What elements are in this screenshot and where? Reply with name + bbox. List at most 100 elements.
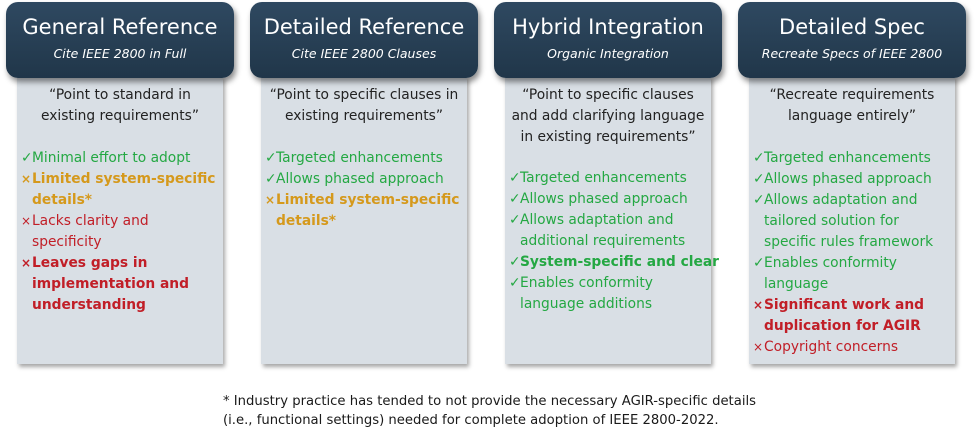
cross-icon: ×: [265, 193, 276, 207]
list-item-line: Leaves gaps in: [32, 255, 148, 271]
list-item: ✓Allows phased approach: [753, 169, 957, 190]
check-icon: ✓: [21, 150, 33, 166]
column-quote: “Recreate requirements language entirely…: [749, 85, 955, 127]
list-item-line: Allows phased approach: [764, 171, 932, 187]
list-item-text: Minimal effort to adopt: [32, 148, 190, 169]
list-item: ✓Targeted enhancements: [265, 148, 469, 169]
list-item-text: Enables conformity language additions: [520, 273, 653, 315]
check-icon: ✓: [753, 192, 765, 208]
list-item-line: Lacks clarity and: [32, 213, 149, 229]
check-icon: ✓: [509, 170, 521, 186]
list-item: ✓Enables conformity language additions: [509, 273, 713, 315]
column-subtitle: Cite IEEE 2800 in Full: [53, 46, 187, 61]
check-icon: ✓: [753, 150, 765, 166]
list-item-line: Copyright concerns: [764, 339, 899, 355]
item-list: ✓Targeted enhancements✓Allows phased app…: [265, 148, 469, 232]
check-icon: ✓: [509, 212, 521, 228]
list-item-line: Allows adaptation and: [764, 192, 918, 208]
list-item-line: Enables conformity: [520, 275, 653, 291]
footnote-line: (i.e., functional settings) needed for c…: [223, 413, 719, 428]
column-subtitle: Recreate Specs of IEEE 2800: [761, 46, 943, 61]
list-item: ✓Targeted enhancements: [753, 148, 957, 169]
list-item-line: Limited system-specific: [32, 171, 216, 187]
column-panel: “Recreate requirements language entirely…: [749, 76, 955, 364]
column-detailed-spec: “Recreate requirements language entirely…: [738, 0, 966, 372]
cross-icon: ×: [21, 214, 32, 228]
list-item-line: additional requirements: [520, 233, 686, 249]
check-icon: ✓: [509, 191, 521, 207]
list-item-line: Significant work and: [764, 297, 925, 313]
column-title: General Reference: [22, 15, 218, 39]
list-item: ×Leaves gaps in implementation and underst…: [21, 253, 225, 316]
item-list: ✓Targeted enhancements✓Allows phased app…: [509, 168, 719, 315]
quote-line: in existing requirements”: [520, 129, 696, 145]
list-item-line: Enables conformity: [764, 255, 897, 271]
list-item-line: details*: [32, 192, 93, 208]
list-item-text: Targeted enhancements: [764, 148, 931, 169]
quote-line: “Point to specific clauses: [522, 87, 694, 103]
quote-line: “Recreate requirements: [769, 87, 935, 103]
check-icon: ✓: [753, 255, 765, 271]
quote-line: language entirely”: [787, 108, 917, 124]
list-item: ✓Allows adaptation and tailored solution …: [753, 190, 957, 253]
column-title: Hybrid Integration: [512, 15, 704, 39]
column-title: Detailed Reference: [263, 15, 465, 39]
column-header: Detailed Spec Recreate Specs of IEEE 280…: [738, 2, 966, 78]
check-icon: ✓: [509, 254, 521, 270]
list-item: ✓Allows phased approach: [265, 169, 469, 190]
list-item-text: Allows adaptation and tailored solution f…: [764, 190, 933, 253]
list-item-line: Allows phased approach: [276, 171, 444, 187]
cross-icon: ×: [753, 298, 764, 312]
list-item-line: Targeted enhancements: [276, 150, 443, 166]
list-item-line: Targeted enhancements: [764, 150, 931, 166]
list-item-line: language additions: [520, 296, 653, 312]
column-panel: “Point to specific clauses in existing r…: [261, 76, 467, 364]
list-item-line: understanding: [32, 297, 146, 313]
column-subtitle: Organic Integration: [547, 46, 669, 61]
list-item: ✓System-specific and clear: [509, 252, 719, 273]
footnote: * Industry practice has tended to not pr…: [223, 392, 756, 430]
list-item-line: specific rules framework: [764, 234, 934, 250]
list-item: ✓Targeted enhancements: [509, 168, 713, 189]
item-list: ✓Targeted enhancements✓Allows phased app…: [753, 148, 957, 358]
list-item: ✓Allows phased approach: [509, 189, 713, 210]
list-item-line: Allows phased approach: [520, 191, 688, 207]
list-item: ✓Minimal effort to adopt: [21, 148, 225, 169]
column-header: Hybrid Integration Organic Integration: [494, 2, 722, 78]
list-item-text: Targeted enhancements: [520, 168, 687, 189]
list-item-line: implementation and: [32, 276, 189, 292]
footnote-line: * Industry practice has tended to not pr…: [223, 394, 757, 409]
cross-icon: ×: [753, 340, 764, 354]
quote-line: existing requirements”: [284, 108, 444, 124]
check-icon: ✓: [509, 275, 521, 291]
list-item-text: Allows phased approach: [520, 189, 688, 210]
list-item-line: Minimal effort to adopt: [32, 150, 191, 166]
list-item-text: Allows phased approach: [764, 169, 932, 190]
column-subtitle: Cite IEEE 2800 Clauses: [291, 46, 437, 61]
column-title: Detailed Spec: [779, 15, 925, 39]
column-quote: “Point to specific clauses in existing r…: [261, 85, 467, 127]
column-general-reference: “Point to standard in existing requireme…: [6, 0, 234, 372]
quote-line: and add clarifying language: [511, 108, 705, 124]
quote-line: “Point to specific clauses in: [269, 87, 459, 103]
list-item: ✓Allows adaptation and additional require…: [509, 210, 713, 252]
list-item-line: Allows adaptation and: [520, 212, 674, 228]
list-item-text: Limited system-specific details*: [32, 169, 216, 211]
column-panel: “Point to specific clauses and add clari…: [505, 76, 719, 364]
cross-icon: ×: [21, 256, 32, 270]
list-item-text: Leaves gaps in implementation and understa…: [32, 253, 189, 316]
list-item-text: System-specific and clear: [520, 252, 719, 273]
column-header: Detailed Reference Cite IEEE 2800 Clause…: [250, 2, 478, 78]
list-item-line: tailored solution for: [764, 213, 899, 229]
column-header: General Reference Cite IEEE 2800 in Full: [6, 2, 234, 78]
list-item-text: Targeted enhancements: [276, 148, 443, 169]
list-item-line: Targeted enhancements: [520, 170, 687, 186]
list-item: ×Copyright concerns: [753, 337, 957, 358]
